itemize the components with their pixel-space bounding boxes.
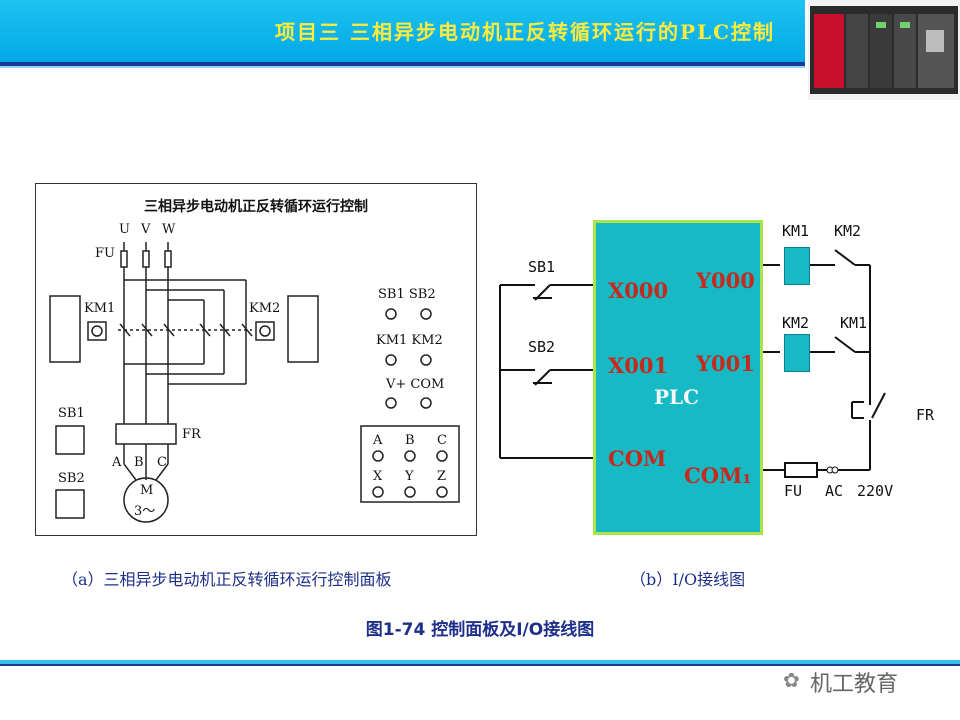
plc-module: X000 X001 COM Y000 Y001 COM₁ PLC	[593, 220, 763, 535]
sb-terminal-row: SB1 SB2	[378, 287, 436, 302]
voltage-label: 220V	[857, 482, 894, 500]
fr-panel-label: FR	[182, 427, 201, 442]
km2-coil	[784, 334, 810, 372]
caption-a: （a）三相异步电动机正反转循环运行控制面板	[62, 570, 392, 589]
panel-title: 三相异步电动机正反转循环运行控制	[144, 199, 368, 215]
phase-v-label: V	[141, 222, 151, 237]
io-wiring-lines	[499, 249, 886, 478]
com1-output-label: COM₁	[684, 463, 752, 488]
motor-terminal-c: C	[157, 455, 167, 470]
km1-interlock-label: KM1	[840, 314, 868, 332]
control-panel: 三相异步电动机正反转循环运行控制	[35, 183, 477, 536]
terminal-a: A	[373, 433, 383, 448]
power-circuit-drawing	[49, 242, 460, 523]
km1-coil-label: KM1	[782, 222, 810, 240]
fuse-wiring-label: FU	[784, 482, 803, 500]
km1-coil	[784, 247, 810, 285]
terminal-b: B	[405, 433, 415, 448]
brand-name: 机工教育	[810, 672, 899, 697]
km2-panel-label: KM2	[249, 301, 281, 316]
com-input-label: COM	[608, 446, 667, 471]
footer-divider-dark	[0, 664, 960, 666]
fuse-label: FU	[95, 246, 115, 261]
motor-terminal-a: A	[112, 455, 122, 470]
sb1-panel-label: SB1	[58, 406, 85, 421]
header-divider-light	[0, 66, 805, 68]
terminal-y: Y	[405, 469, 414, 484]
power-terminal-row: V+ COM	[386, 377, 445, 392]
slide-title: 项目三 三相异步电动机正反转循环运行的PLC控制	[275, 20, 775, 44]
sb2-switch-label: SB2	[528, 338, 556, 356]
sb1-switch-label: SB1	[528, 258, 556, 276]
wechat-icon: ✿	[783, 668, 800, 692]
fr-contact-label: FR	[916, 406, 935, 424]
terminal-z: Z	[437, 469, 447, 484]
motor-phase-label: 3～	[134, 504, 156, 519]
y001-label: Y001	[696, 351, 755, 376]
y000-label: Y000	[696, 268, 755, 293]
plc-label: PLC	[654, 385, 700, 409]
x001-label: X001	[608, 353, 669, 378]
motor-label: M	[140, 483, 154, 498]
footer-divider	[0, 660, 960, 664]
plc-product-image	[808, 0, 960, 100]
km2-interlock-label: KM2	[834, 222, 862, 240]
phase-w-label: W	[162, 222, 176, 237]
km2-coil-label: KM2	[782, 314, 810, 332]
motor-terminal-b: B	[134, 455, 144, 470]
header-bar	[0, 0, 805, 62]
caption-b: （b）I/O接线图	[630, 570, 746, 589]
sb2-panel-label: SB2	[58, 471, 85, 486]
ac-label: AC	[825, 482, 844, 500]
figure-caption: 图1-74 控制面板及I/O接线图	[365, 620, 595, 640]
phase-u-label: U	[119, 222, 130, 237]
km-terminal-row: KM1 KM2	[376, 333, 443, 348]
terminal-x: X	[373, 469, 383, 484]
x000-label: X000	[608, 278, 669, 303]
header-divider	[0, 62, 805, 66]
km1-panel-label: KM1	[84, 301, 116, 316]
terminal-c: C	[437, 433, 447, 448]
